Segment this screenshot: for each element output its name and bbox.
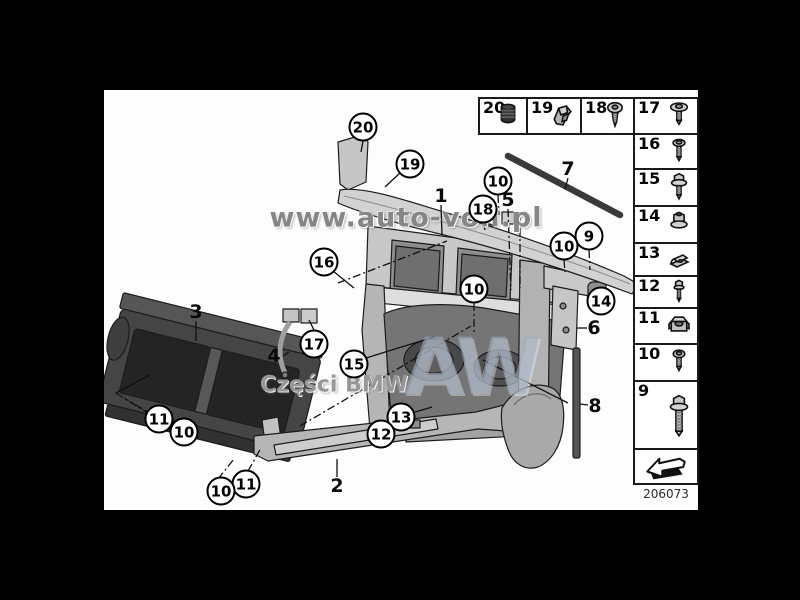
part-number-label-8: 8 xyxy=(588,395,602,417)
legend-part-number: 10 xyxy=(638,344,661,363)
legend-box-11: 11 xyxy=(633,307,699,345)
legend-box-14: 14 xyxy=(633,205,699,244)
part-number-label-5: 5 xyxy=(501,189,515,211)
part-number-label-4: 4 xyxy=(267,345,281,367)
sealing-strip-side xyxy=(573,348,580,458)
part-number-label-1: 1 xyxy=(434,185,448,207)
legend-part-number: 16 xyxy=(638,134,661,153)
legend-box-9: 9 xyxy=(633,380,699,450)
callout-circle-17: 17 xyxy=(299,329,329,359)
callout-circle-15: 15 xyxy=(339,349,369,379)
direction-arrow-icon xyxy=(646,457,686,479)
legend-part-number: 18 xyxy=(585,98,608,117)
callout-circle-18: 18 xyxy=(468,194,498,224)
hex-flange-bolt-icon xyxy=(671,172,687,199)
rubber-buffer-icon xyxy=(500,103,516,124)
legend-box-16: 16 xyxy=(633,133,699,170)
long-hex-bolt-icon xyxy=(669,395,689,437)
callout-circle-20: 20 xyxy=(348,112,378,142)
legend-part-number: 17 xyxy=(638,98,661,117)
upper-support-bar xyxy=(338,128,638,294)
round-head-screw-small-icon xyxy=(672,349,686,371)
callout-circle-10: 10 xyxy=(549,231,579,261)
legend-box-18: 18 xyxy=(580,97,635,135)
legend-box-19: 19 xyxy=(526,97,582,135)
expanding-clip-icon xyxy=(553,105,572,126)
hose-bracket xyxy=(280,309,317,378)
cage-nut-clip-icon xyxy=(668,316,690,332)
side-bracket xyxy=(551,286,578,350)
legend-box-15: 15 xyxy=(633,168,699,207)
legend-part-number: 12 xyxy=(638,276,661,295)
flange-nut-icon xyxy=(670,211,688,228)
legend-part-number: 9 xyxy=(638,381,650,400)
callout-circle-19: 19 xyxy=(395,149,425,179)
part-number-label-3: 3 xyxy=(189,301,203,323)
technical-drawing xyxy=(104,90,698,510)
legend-part-number: 11 xyxy=(638,308,661,327)
callout-circle-16: 16 xyxy=(309,247,339,277)
sealing-strip-top xyxy=(508,156,620,215)
legend-arrow-box xyxy=(633,448,699,485)
part-number-label-2: 2 xyxy=(330,475,344,497)
callout-circle-11: 11 xyxy=(231,469,261,499)
callout-circle-14: 14 xyxy=(586,286,616,316)
part-number-label-7: 7 xyxy=(561,158,575,180)
legend-part-number: 14 xyxy=(638,206,661,225)
legend-box-12: 12 xyxy=(633,275,699,309)
callout-circle-10: 10 xyxy=(169,417,199,447)
legend-part-number: 20 xyxy=(483,98,506,117)
round-head-screw-icon xyxy=(607,102,623,127)
speed-nut-clip-icon xyxy=(670,254,689,267)
leader-lines xyxy=(116,141,595,479)
callout-circle-10: 10 xyxy=(483,166,513,196)
hex-screw-icon xyxy=(673,280,685,302)
front-panel-carrier xyxy=(362,212,606,442)
document-number: 206073 xyxy=(643,487,689,501)
legend-box-17: 17 xyxy=(633,97,699,135)
legend-box-13: 13 xyxy=(633,242,699,277)
legend-part-number: 13 xyxy=(638,243,661,262)
callout-circle-9: 9 xyxy=(574,221,604,251)
legend-part-number: 15 xyxy=(638,169,661,188)
callout-circle-11: 11 xyxy=(144,404,174,434)
part-number-label-6: 6 xyxy=(587,317,601,339)
callout-circle-12: 12 xyxy=(366,419,396,449)
legend-box-20: 20 xyxy=(478,97,528,135)
legend-part-number: 19 xyxy=(531,98,554,117)
callout-circle-10: 10 xyxy=(206,476,236,506)
washer-head-screw-small-icon xyxy=(672,138,686,161)
callout-circle-10: 10 xyxy=(459,274,489,304)
washer-head-screw-icon xyxy=(670,102,688,125)
legend-box-10: 10 xyxy=(633,343,699,382)
